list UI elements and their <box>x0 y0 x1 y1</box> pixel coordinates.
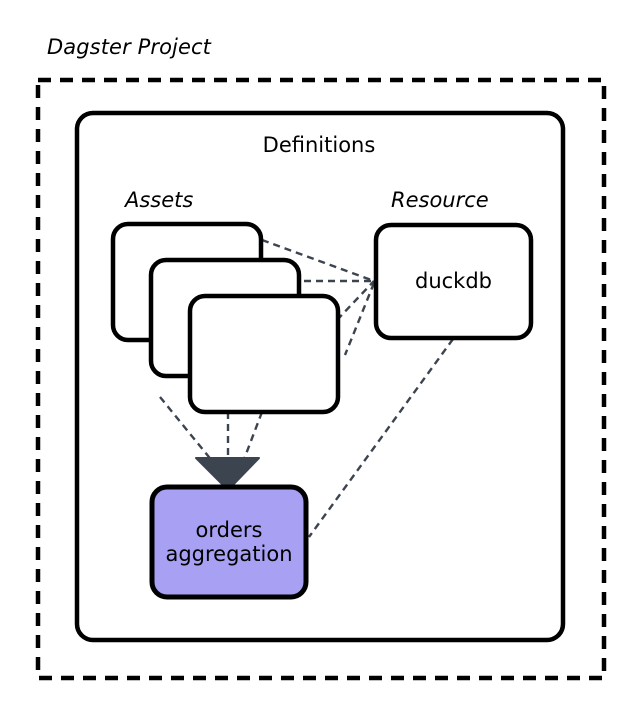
edge-duckdb-orders <box>308 338 454 538</box>
assets-section-label: Assets <box>125 188 194 212</box>
edge-group-assets-to-orders <box>159 396 264 463</box>
edge-asset1-duckdb <box>261 238 375 283</box>
definitions-label: Definitions <box>262 133 376 157</box>
orders-aggregation-node[interactable] <box>149 484 309 600</box>
orders-aggregation-label-line1: orders <box>195 518 263 542</box>
edge-asset1-orders <box>159 396 214 463</box>
duckdb-label: duckdb <box>414 269 492 293</box>
orders-aggregation-label-line2: aggregation <box>165 542 293 566</box>
diagram-title: Dagster Project <box>47 35 211 59</box>
arrowhead-icon <box>195 457 260 491</box>
orders-aggregation-label: orders aggregation <box>152 487 306 597</box>
edge-asset3-orders <box>241 411 264 463</box>
edge-group-assets-to-duckdb <box>261 238 375 321</box>
duckdb-node[interactable] <box>373 222 534 341</box>
dagster-project-boundary <box>35 77 607 681</box>
edge-duckdb-asset3-lower <box>343 282 376 356</box>
asset-card-3[interactable] <box>187 293 341 415</box>
edge-asset3-duckdb <box>336 280 375 321</box>
resource-section-label: Resource <box>391 188 489 212</box>
